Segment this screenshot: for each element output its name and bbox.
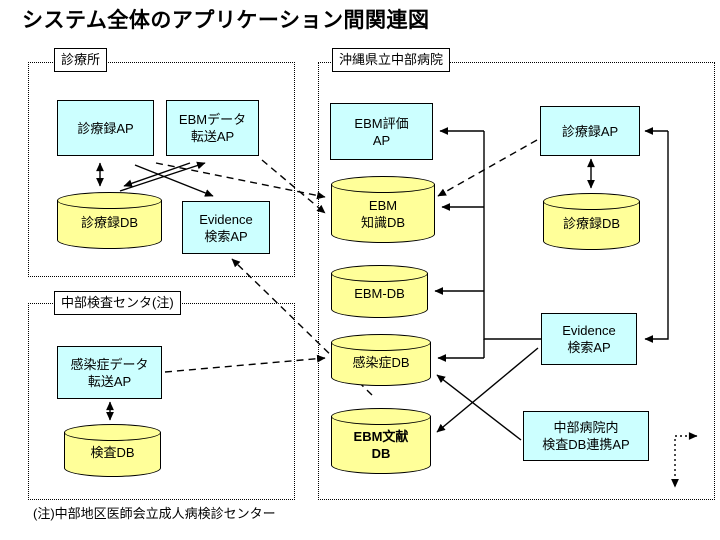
cylinder-top (57, 192, 162, 209)
node-clinic-evidence-ap[interactable]: Evidence 検索AP (182, 201, 270, 254)
cylinder-top (331, 265, 428, 282)
node-label: EBM-DB (354, 286, 405, 301)
cylinder-bottom (331, 368, 431, 386)
node-ebm-evaluation-ap[interactable]: EBM評価 AP (330, 103, 433, 160)
node-hospital-karte-ap[interactable]: 診療録AP (540, 106, 640, 156)
cylinder-bottom (331, 300, 428, 318)
wire-clinic-karte-to-ebmknow (155, 162, 326, 200)
cylinder-top (64, 424, 161, 441)
node-label: Evidence 検索AP (562, 323, 616, 355)
wire-tc-to-infectdb (164, 354, 326, 373)
wire-evidence-to-litdb (436, 347, 539, 433)
wire-hosp-karte-to-evidence (644, 131, 669, 343)
node-label: 中部病院内 検査DB連携AP (542, 420, 630, 452)
wire-clinic-ebmsend-to-ebmknow (261, 159, 326, 214)
panel-label-test-center: 中部検査センタ(注) (54, 291, 181, 315)
cylinder-top (543, 193, 640, 210)
node-clinic-karte-ap[interactable]: 診療録AP (57, 100, 154, 156)
wire-clinic-karte-to-evidence (134, 164, 214, 197)
cylinder-bottom (57, 231, 162, 249)
cylinder-bottom (64, 459, 161, 477)
node-label: 検査DB (90, 445, 135, 460)
node-label: EBM 知識DB (360, 197, 406, 230)
cylinder-bottom (543, 232, 640, 250)
node-label: 診療録AP (77, 120, 134, 136)
panel-hospital (318, 62, 715, 500)
node-infection-db[interactable]: 感染症DB (331, 334, 431, 386)
panel-clinic (28, 62, 295, 277)
footnote-text: (注)中部地区医師会立成人病検診センター (33, 506, 276, 521)
wire-bus-evidence (483, 131, 541, 340)
node-test-db[interactable]: 検査DB (64, 424, 161, 477)
node-label: 診療録DB (562, 216, 621, 231)
cylinder-bottom (331, 456, 431, 474)
node-infection-data-transfer-ap[interactable]: 感染症データ 転送AP (57, 346, 162, 399)
wire-clinic-ebmsend-to-db (123, 162, 191, 188)
panel-label-hospital: 沖縄県立中部病院 (332, 48, 451, 72)
page-title: システム全体のアプリケーション間関連図 (22, 9, 430, 32)
node-label: Evidence 検索AP (199, 211, 253, 244)
node-ebm-db[interactable]: EBM-DB (331, 265, 428, 318)
node-label: EBM評価 AP (354, 115, 409, 148)
node-label: 診療録DB (80, 215, 139, 230)
cylinder-top (331, 334, 431, 351)
wire-hospital-to-clinic-evidence (231, 258, 373, 396)
node-label: 感染症データ 転送AP (70, 356, 149, 389)
wire-clinic-db-to-ebmsend (119, 161, 206, 192)
wire-testlink-to-infectdb (436, 374, 522, 441)
node-ebm-literature-db[interactable]: EBM文献 DB (331, 408, 431, 474)
node-label: EBM文献 DB (353, 429, 409, 461)
node-clinic-karte-db[interactable]: 診療録DB (57, 192, 162, 249)
node-hospital-test-db-link-ap[interactable]: 中部病院内 検査DB連携AP (523, 411, 649, 461)
panel-label-clinic: 診療所 (54, 48, 108, 72)
cylinder-bottom (331, 225, 435, 243)
wire-hosp-karte-to-ebmknow (437, 139, 538, 197)
node-label: 診療録AP (561, 123, 619, 139)
node-label: EBMデータ 転送AP (178, 112, 247, 144)
node-clinic-ebm-send-ap[interactable]: EBMデータ 転送AP (166, 100, 259, 156)
cylinder-top (331, 408, 431, 425)
wire-external-testlink (671, 432, 698, 488)
cylinder-top (331, 176, 435, 193)
node-label: 感染症DB (352, 354, 410, 370)
node-ebm-knowledge-db[interactable]: EBM 知識DB (331, 176, 435, 243)
node-hospital-karte-db[interactable]: 診療録DB (543, 193, 640, 250)
node-hospital-evidence-ap[interactable]: Evidence 検索AP (541, 313, 637, 365)
